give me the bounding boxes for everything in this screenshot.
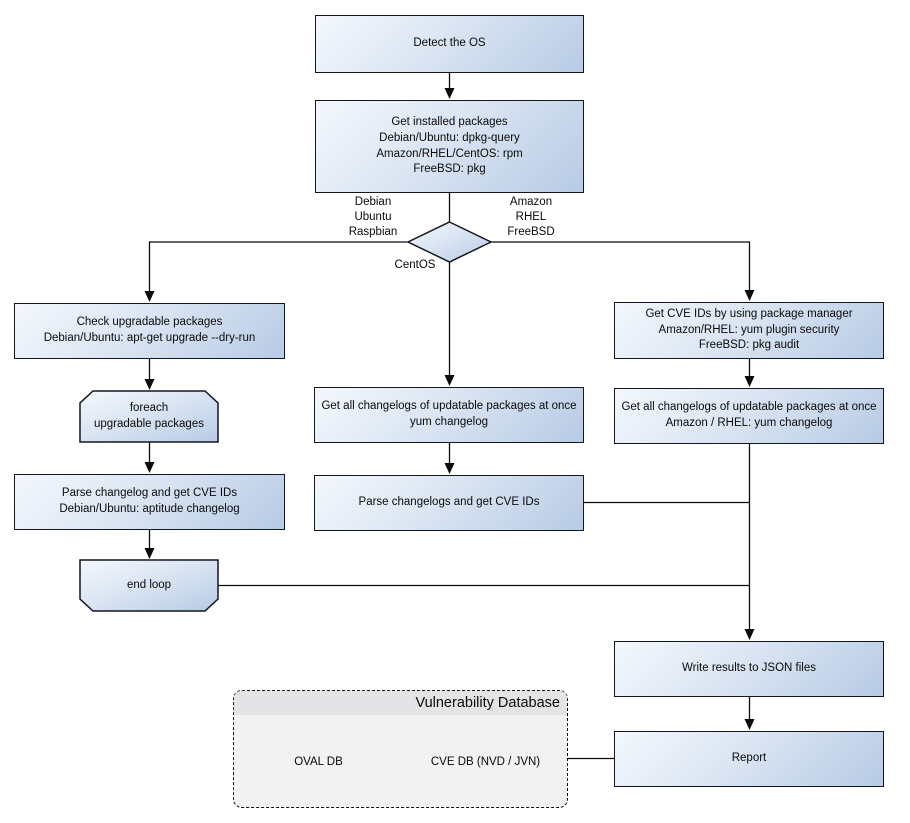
node-get-changelogs-amazon-rhel-label: Get all changelogs of updatable packages…: [621, 401, 877, 429]
node-parse-changelog-debian: Parse changelog and get CVE IDs Debian/U…: [14, 474, 285, 530]
node-check-upgradable-packages: Check upgradable packages Debian/Ubuntu:…: [14, 303, 285, 359]
vulnerability-database-title: Vulnerability Database: [234, 691, 567, 715]
oval-db-label: OVAL DB: [294, 755, 343, 768]
node-get-cve-ids-pkg-manager: Get CVE IDs by using package manager Ama…: [614, 302, 884, 359]
node-get-changelogs-centos-label: Get all changelogs of updatable packages…: [321, 400, 577, 428]
end-loop-label: end loop: [126, 578, 172, 591]
node-get-changelogs-centos: Get all changelogs of updatable packages…: [314, 387, 584, 443]
node-parse-changelogs-centos: Parse changelogs and get CVE IDs: [314, 475, 584, 531]
vulnerability-database-container: Vulnerability Database: [233, 690, 568, 808]
branch-label-debian-ubuntu-raspbian: Debian Ubuntu Raspbian: [348, 196, 398, 239]
cve-db-label: CVE DB (NVD / JVN): [430, 755, 541, 768]
node-detect-os: Detect the OS: [315, 15, 584, 73]
os-decision-diamond: [406, 221, 493, 263]
foreach-loop-label: foreach upgradable packages: [94, 401, 204, 430]
node-get-changelogs-amazon-rhel: Get all changelogs of updatable packages…: [614, 388, 884, 444]
branch-label-centos: CentOS: [394, 259, 436, 271]
branch-label-amazon-rhel-freebsd: Amazon RHEL FreeBSD: [507, 196, 555, 239]
node-report: Report: [614, 731, 884, 787]
node-get-installed-packages: Get installed packages Debian/Ubuntu: dp…: [315, 100, 584, 193]
node-write-results-json: Write results to JSON files: [614, 641, 884, 697]
